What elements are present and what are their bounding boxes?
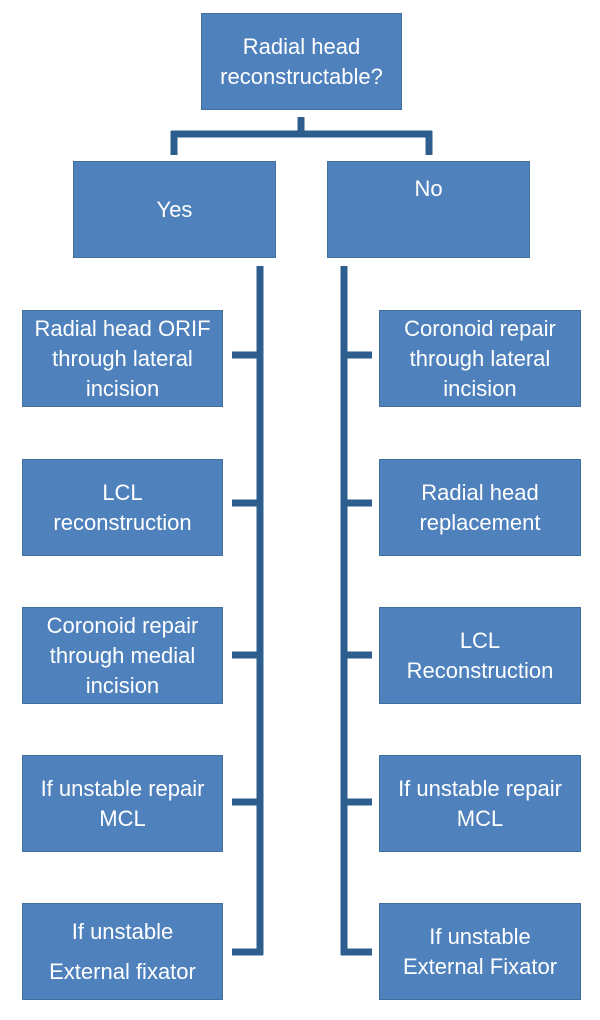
no-step-5-text: If unstable External Fixator (403, 922, 557, 982)
root-line-2: reconstructable? (220, 63, 383, 89)
yes-step-3-text: Coronoid repair through medial incision (47, 611, 199, 701)
yes-step-4-text: If unstable repair MCL (41, 774, 205, 834)
no-step-2-text: Radial head replacement (419, 478, 540, 538)
yes-step-5-line-2: External fixator (49, 958, 196, 984)
root-question-node: Radial head reconstructable? (201, 13, 402, 110)
yes-branch-node: Yes (73, 161, 276, 258)
yes-step-2-node: LCL reconstruction (22, 459, 223, 556)
no-step-1-node: Coronoid repair through lateral incision (379, 310, 581, 407)
yes-step-4-line-1: If unstable repair (40, 775, 205, 801)
yes-step-2-line-2: reconstruction (53, 509, 192, 535)
yes-step-5-node: If unstable External fixator (22, 903, 223, 1000)
yes-step-1-line-3: incision (85, 375, 160, 401)
root-line-1: Radial head (242, 33, 361, 59)
no-step-1-text: Coronoid repair through lateral incision (404, 314, 556, 404)
yes-step-3-node: Coronoid repair through medial incision (22, 607, 223, 704)
no-step-3-line-1: LCL (459, 627, 501, 653)
no-step-2-node: Radial head replacement (379, 459, 581, 556)
no-step-1-line-3: incision (443, 375, 517, 401)
yes-step-1-line-1: Radial head ORIF (34, 315, 211, 341)
no-step-4-line-2: MCL (456, 805, 504, 831)
yes-step-2-text: LCL reconstruction (53, 478, 191, 538)
yes-step-2-line-1: LCL (102, 479, 143, 505)
yes-step-3-line-3: incision (85, 672, 160, 698)
root-question-text: Radial head reconstructable? (220, 32, 383, 92)
no-branch-node: No (327, 161, 530, 258)
no-step-4-line-1: If unstable repair (398, 775, 562, 801)
no-step-5-line-1: If unstable (429, 923, 531, 949)
yes-step-5-text: If unstable External fixator (49, 912, 196, 992)
no-step-4-text: If unstable repair MCL (398, 774, 562, 834)
no-step-5-node: If unstable External Fixator (379, 903, 581, 1000)
no-step-4-node: If unstable repair MCL (379, 755, 581, 852)
no-step-3-node: LCL Reconstruction (379, 607, 581, 704)
no-step-1-line-2: through lateral (409, 345, 551, 371)
no-step-3-text: LCL Reconstruction (407, 626, 554, 686)
no-step-2-line-2: replacement (419, 509, 541, 535)
yes-branch-label: Yes (156, 196, 193, 222)
no-step-2-line-1: Radial head (421, 479, 539, 505)
yes-step-3-line-1: Coronoid repair (46, 612, 199, 638)
yes-step-1-node: Radial head ORIF through lateral incisio… (22, 310, 223, 407)
yes-step-1-line-2: through lateral (52, 345, 193, 371)
no-step-1-line-1: Coronoid repair (404, 315, 556, 341)
no-branch-label: No (414, 175, 443, 201)
yes-step-4-line-2: MCL (99, 805, 146, 831)
yes-step-5-line-1: If unstable (71, 918, 174, 944)
no-step-3-line-2: Reconstruction (406, 657, 554, 683)
yes-step-3-line-2: through medial (49, 642, 196, 668)
yes-step-1-text: Radial head ORIF through lateral incisio… (34, 314, 210, 404)
no-step-5-line-2: External Fixator (402, 953, 558, 979)
yes-step-4-node: If unstable repair MCL (22, 755, 223, 852)
